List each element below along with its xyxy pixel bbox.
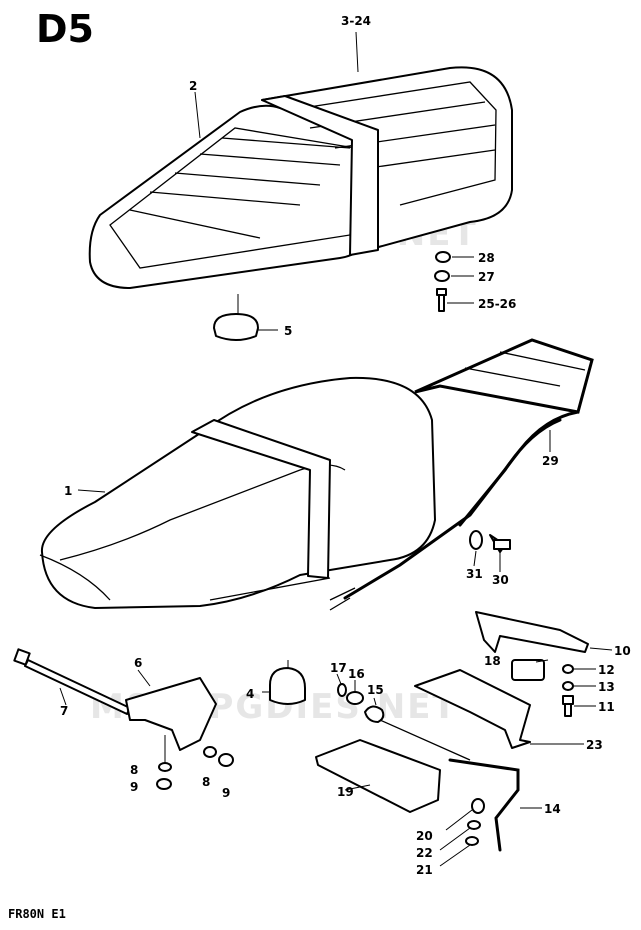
callout-30: 30	[492, 573, 509, 587]
rod-14	[448, 758, 520, 852]
callout-5: 5	[284, 324, 292, 338]
callout-2: 2	[189, 79, 197, 93]
callout-29: 29	[542, 454, 559, 468]
callout-3-24: 3-24	[341, 14, 371, 28]
bracket-6	[125, 677, 217, 751]
washer-12	[562, 664, 574, 674]
callout-17: 17	[330, 661, 347, 675]
callout-13: 13	[598, 680, 615, 694]
leader-lines	[59, 31, 613, 867]
callout-6: 6	[134, 656, 142, 670]
washer-21	[465, 836, 479, 846]
callout-11: 11	[598, 700, 615, 714]
seat-main	[39, 376, 436, 609]
section-code: D5	[36, 7, 94, 51]
washer-27	[434, 270, 450, 282]
washer-8a	[158, 762, 172, 772]
model-code: FR80N E1	[8, 907, 66, 921]
callout-15: 15	[367, 683, 384, 697]
washer-13	[562, 681, 574, 691]
rubber-4	[269, 667, 306, 705]
washer-16	[346, 691, 364, 705]
callout-1: 1	[64, 484, 72, 498]
callout-16: 16	[348, 667, 365, 681]
spring-15	[364, 705, 385, 723]
washer-22	[467, 820, 481, 830]
nut-28	[435, 251, 451, 263]
bolt-30	[489, 534, 511, 553]
callout-9a: 9	[130, 780, 138, 794]
callout-8a: 8	[130, 763, 138, 777]
callout-22: 22	[416, 846, 433, 860]
bolt-11	[562, 695, 574, 717]
luggage-rack	[329, 338, 594, 611]
callout-28: 28	[478, 251, 495, 265]
callout-7: 7	[60, 704, 68, 718]
washer-8b	[203, 746, 217, 758]
callout-27: 27	[478, 270, 495, 284]
callout-9b: 9	[222, 786, 230, 800]
callout-4: 4	[246, 687, 254, 701]
damper-18	[511, 659, 545, 681]
clip-17	[337, 683, 347, 697]
callout-23: 23	[586, 738, 603, 752]
nut-9a	[156, 778, 172, 790]
callout-25-26: 25-26	[478, 297, 516, 311]
callout-19: 19	[337, 785, 354, 799]
seat-cover-assembly	[88, 66, 513, 289]
callout-20: 20	[416, 829, 433, 843]
bracket-10	[475, 611, 589, 653]
callout-18: 18	[484, 654, 501, 668]
bolt-7	[13, 648, 131, 715]
callout-10: 10	[614, 644, 631, 658]
callout-14: 14	[544, 802, 561, 816]
screw-20	[471, 798, 485, 814]
bracket-23	[414, 669, 531, 749]
bolt-25-26	[436, 288, 447, 312]
washer-31	[469, 530, 483, 550]
callout-21: 21	[416, 863, 433, 877]
callout-8b: 8	[202, 775, 210, 789]
callout-12: 12	[598, 663, 615, 677]
callout-31: 31	[466, 567, 483, 581]
cushion-5	[213, 313, 259, 341]
lock-plate-19	[315, 739, 441, 813]
nut-9b	[218, 753, 234, 767]
